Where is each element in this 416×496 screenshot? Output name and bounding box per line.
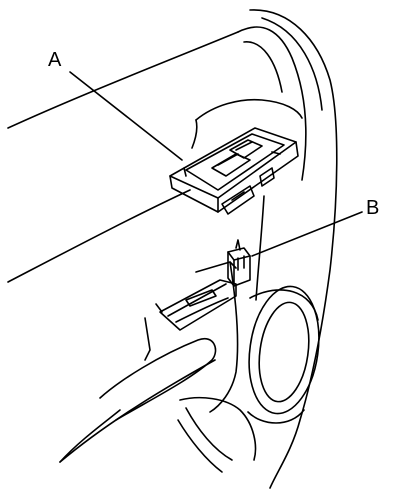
- armrest: [59, 261, 237, 463]
- door-pocket: [177, 195, 265, 473]
- door-outline: [7, 9, 338, 489]
- speaker: [247, 285, 320, 424]
- callout-label-b: B: [366, 197, 380, 219]
- callout-a-leader: [69, 71, 183, 161]
- callout-b-leader: [251, 211, 363, 257]
- window-switch-assembly: [169, 127, 299, 215]
- connector-b: [227, 239, 251, 287]
- callout-label-a: A: [48, 49, 62, 71]
